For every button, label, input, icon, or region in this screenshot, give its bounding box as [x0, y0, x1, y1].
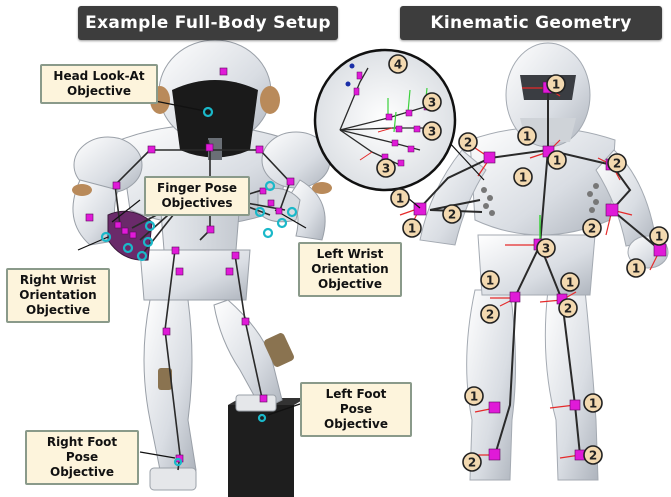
joint-count-marker: 2 — [584, 446, 602, 464]
right-panel-title: Kinematic Geometry — [400, 6, 662, 40]
joint-count-marker: 3 — [537, 239, 555, 257]
left-foot-callout: Left Foot Pose Objective — [300, 382, 412, 437]
right-wrist-callout: Right Wrist Orientation Objective — [6, 268, 110, 323]
joint-count-marker: 4 — [389, 55, 407, 73]
callout-line: Objective — [306, 277, 394, 292]
left-wrist-callout: Left Wrist Orientation Objective — [298, 242, 402, 297]
left-panel-title: Example Full-Body Setup — [78, 6, 338, 40]
joint-count-marker: 3 — [423, 93, 441, 111]
joint-count-number: 1 — [519, 171, 527, 185]
callout-line: Objectives — [152, 196, 242, 211]
joint-count-number: 2 — [588, 222, 596, 236]
joint-count-number: 1 — [486, 274, 494, 288]
callout-line: Left Wrist — [306, 247, 394, 262]
joint-count-marker: 1 — [465, 387, 483, 405]
joint-count-number: 3 — [542, 242, 550, 256]
callout-line: Pose Objective — [33, 450, 131, 480]
joint-count-number: 3 — [428, 125, 436, 139]
joint-count-number: 2 — [486, 308, 494, 322]
callout-line: Finger Pose — [152, 181, 242, 196]
joint-count-marker: 1 — [548, 151, 566, 169]
joint-count-number: 1 — [553, 154, 561, 168]
callout-line: Right Foot — [33, 435, 131, 450]
joint-count-number: 3 — [428, 96, 436, 110]
joint-count-number: 1 — [408, 222, 416, 236]
callout-line: Orientation — [14, 288, 102, 303]
right-foot-callout: Right Foot Pose Objective — [25, 430, 139, 485]
joint-count-number: 1 — [396, 192, 404, 206]
joint-count-marker: 1 — [650, 227, 668, 245]
joint-count-marker: 2 — [481, 305, 499, 323]
joint-count-marker: 1 — [584, 394, 602, 412]
joint-count-marker: 1 — [627, 259, 645, 277]
joint-count-marker: 2 — [463, 453, 481, 471]
joint-count-marker: 1 — [391, 189, 409, 207]
joint-count-marker: 1 — [547, 75, 565, 93]
callout-line: Objective — [48, 84, 150, 99]
joint-count-marker: 1 — [403, 219, 421, 237]
joint-count-marker: 2 — [608, 154, 626, 172]
joint-count-number: 1 — [632, 262, 640, 276]
joint-count-number: 2 — [589, 449, 597, 463]
joint-count-marker: 1 — [518, 127, 536, 145]
joint-count-marker: 2 — [459, 133, 477, 151]
joint-count-number: 2 — [564, 302, 572, 316]
callout-line: Objective — [14, 303, 102, 318]
joint-count-number: 1 — [566, 276, 574, 290]
joint-count-marker: 2 — [559, 299, 577, 317]
joint-count-number: 2 — [468, 456, 476, 470]
joint-count-number: 1 — [589, 397, 597, 411]
joint-count-number: 4 — [394, 58, 402, 72]
joint-count-marker: 2 — [583, 219, 601, 237]
callout-line: Right Wrist — [14, 273, 102, 288]
callout-line: Pose Objective — [308, 402, 404, 432]
joint-count-number: 1 — [552, 78, 560, 92]
joint-count-number: 3 — [382, 162, 390, 176]
joint-count-marker: 3 — [423, 122, 441, 140]
finger-pose-callout: Finger Pose Objectives — [144, 176, 250, 216]
joint-count-number: 1 — [523, 130, 531, 144]
joint-count-marker: 2 — [443, 205, 461, 223]
joint-count-marker: 1 — [561, 273, 579, 291]
joint-count-marker: 3 — [377, 159, 395, 177]
joint-count-number: 2 — [613, 157, 621, 171]
joint-count-number: 1 — [655, 230, 663, 244]
joint-count-marker: 1 — [481, 271, 499, 289]
callout-line: Left Foot — [308, 387, 404, 402]
left-robot — [72, 40, 332, 497]
callout-line: Orientation — [306, 262, 394, 277]
joint-count-marker: 1 — [514, 168, 532, 186]
joint-count-number: 2 — [448, 208, 456, 222]
callout-line: Head Look-At — [48, 69, 150, 84]
joint-count-number: 2 — [464, 136, 472, 150]
head-look-at-callout: Head Look-At Objective — [40, 64, 158, 104]
pedestal — [228, 405, 294, 497]
joint-count-number: 1 — [470, 390, 478, 404]
